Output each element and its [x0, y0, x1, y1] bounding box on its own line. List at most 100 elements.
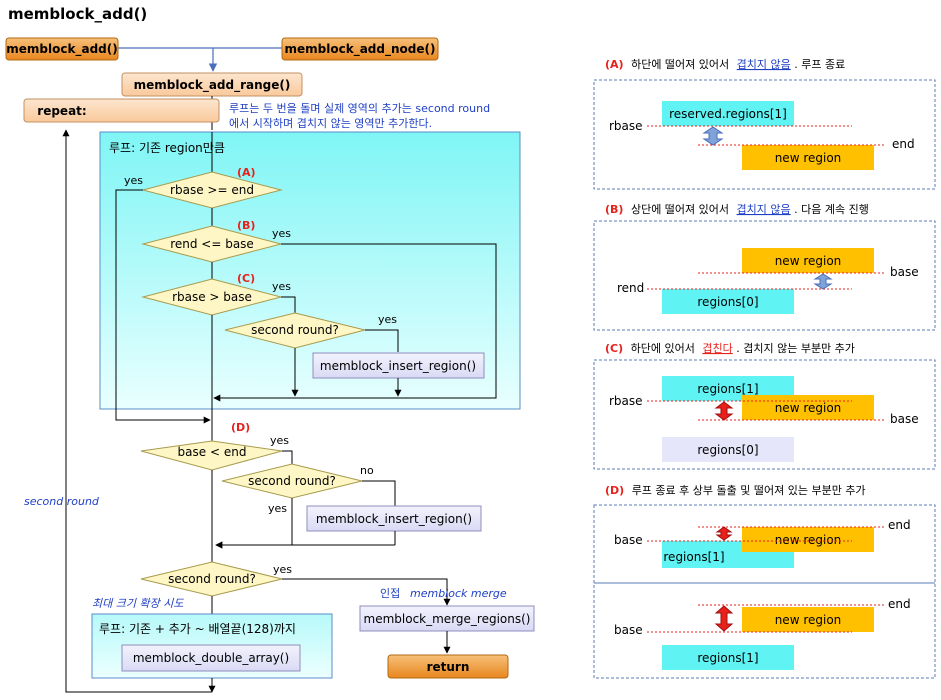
svg-text:regions[1]: regions[1]: [697, 651, 758, 665]
svg-text:base < end: base < end: [178, 445, 247, 459]
svg-text:return: return: [427, 660, 470, 674]
gap-arrow-icon: [702, 126, 724, 146]
case-a-panel: [593, 79, 936, 190]
insert-region-box-2: memblock_insert_region(): [306, 505, 482, 532]
memblock-add-box: memblock_add(): [5, 37, 119, 61]
svg-text:regions[0]: regions[0]: [697, 295, 758, 309]
connector: [282, 450, 293, 464]
insert-region-box-1: memblock_insert_region(): [312, 352, 485, 379]
svg-text:new region: new region: [775, 254, 842, 268]
connector: [365, 329, 399, 352]
case-d-p1-region-new: new region: [742, 527, 874, 552]
case-a-heading: (A) 하단에 떨어져 있어서 겹치지 않음 . 루프 종료: [605, 57, 845, 71]
marker-a: (A): [237, 166, 256, 179]
memblock-add-range-box: memblock_add_range(): [121, 72, 303, 97]
case-a-label-rbase: rbase: [609, 119, 643, 133]
yes-label: yes: [270, 434, 289, 447]
case-d-p2-region-bottom: regions[1]: [662, 645, 794, 670]
case-c-region-top: regions[1]: [662, 376, 794, 401]
case-b-label-rend: rend: [617, 281, 644, 295]
svg-text:regions[1]: regions[1]: [697, 382, 758, 396]
repeat-note-1: 루프는 두 번을 돌며 실제 영역의 추가는 second round: [229, 102, 490, 115]
svg-text:new region: new region: [775, 151, 842, 165]
condition-c-second-round: second round?: [224, 312, 366, 349]
connector: [281, 296, 296, 313]
svg-text:memblock_double_array(): memblock_double_array(): [133, 651, 289, 665]
case-a-label-end: end: [892, 137, 915, 151]
case-c-label-base: base: [890, 412, 919, 426]
memblock-add-node-box: memblock_add_node(): [281, 37, 439, 61]
marker-d: (D): [231, 421, 250, 434]
svg-text:memblock_add(): memblock_add(): [6, 42, 117, 57]
svg-text:memblock_merge_regions(): memblock_merge_regions(): [364, 612, 531, 626]
svg-text:second round?: second round?: [168, 572, 256, 586]
double-array-box: memblock_double_array(): [121, 644, 301, 672]
svg-text:regions[0]: regions[0]: [697, 443, 758, 457]
yes-label: yes: [268, 502, 287, 515]
svg-text:second round?: second round?: [251, 323, 339, 337]
svg-text:second round?: second round?: [248, 474, 336, 488]
connector: [282, 578, 451, 606]
svg-text:regions[1]: regions[1]: [663, 550, 724, 564]
marker-b: (B): [237, 219, 255, 232]
marker-c: (C): [237, 272, 255, 285]
case-d-p1-label-base: base: [614, 533, 643, 547]
case-d-p2-region-new: new region: [742, 607, 874, 632]
no-label: no: [360, 464, 374, 477]
svg-text:rend <= base: rend <= base: [170, 237, 254, 251]
loop-back-connector: [62, 129, 212, 693]
yes-label: yes: [124, 174, 143, 187]
condition-a: rbase >= end: [141, 171, 283, 209]
svg-text:memblock_insert_region(): memblock_insert_region(): [320, 359, 476, 373]
case-c-region-bottom: regions[0]: [662, 437, 794, 462]
condition-d-second-round: second round?: [221, 463, 363, 499]
case-d-heading: (D) 루프 종료 후 상부 돌출 및 떨어져 있는 부분만 추가: [605, 484, 866, 497]
svg-text:reserved.regions[1]: reserved.regions[1]: [669, 107, 787, 121]
connector: [362, 480, 396, 506]
svg-text:new region: new region: [775, 533, 842, 547]
condition-c: rbase > base: [141, 278, 283, 316]
yes-label: yes: [272, 227, 291, 240]
case-c-region-new: new region: [742, 395, 874, 420]
overlap-arrow-icon: [714, 605, 734, 632]
svg-text:new region: new region: [775, 401, 842, 415]
merge-note: memblock merge: [410, 587, 507, 600]
svg-text:rbase > base: rbase > base: [172, 290, 252, 304]
repeat-box: repeat:: [23, 98, 220, 123]
svg-text:rbase >= end: rbase >= end: [170, 183, 254, 197]
connector: [213, 243, 497, 402]
svg-text:memblock_insert_region(): memblock_insert_region(): [316, 512, 472, 526]
case-a-region-new: new region: [742, 145, 874, 170]
merge-note-prefix: 인접: [380, 587, 400, 600]
case-a-region-top: reserved.regions[1]: [662, 101, 794, 126]
case-b-heading: (B) 상단에 떨어져 있어서 겹치지 않음 . 다음 계속 진행: [605, 203, 869, 216]
yes-label: yes: [272, 280, 291, 293]
loop2-label: 루프: 기존 + 추가 ~ 배열끝(128)까지: [99, 622, 296, 636]
expand-note: 최대 크기 확장 시도: [92, 597, 184, 610]
overlap-arrow-icon: [715, 526, 733, 541]
repeat-note-2: 에서 시작하며 겹치지 않는 영역만 추가한다.: [229, 116, 432, 130]
merge-regions-box: memblock_merge_regions(): [359, 605, 535, 632]
return-box: return: [387, 654, 509, 679]
condition-d: base < end: [140, 440, 283, 471]
svg-text:memblock_add_range(): memblock_add_range(): [134, 78, 291, 93]
connector: [115, 189, 211, 424]
condition-final-second-round: second round?: [140, 561, 283, 597]
case-b-label-base: base: [890, 265, 919, 279]
overlap-arrow-icon: [714, 401, 734, 421]
case-b-region-bottom: regions[0]: [662, 289, 794, 314]
svg-text:new region: new region: [775, 613, 842, 627]
case-d-p2-label-base: base: [614, 623, 643, 637]
second-round-label: second round: [24, 495, 100, 508]
yes-label: yes: [273, 563, 292, 576]
svg-text:memblock_add_node(): memblock_add_node(): [285, 42, 436, 57]
case-c-heading: (C) 하단에 있어서 겹친다 . 겹치지 않는 부분만 추가: [605, 341, 855, 355]
svg-text:repeat:: repeat:: [37, 104, 86, 118]
yes-label: yes: [378, 313, 397, 326]
case-d-p2-label-end: end: [888, 597, 911, 611]
case-c-label-rbase: rbase: [609, 394, 643, 408]
case-b-region-new: new region: [742, 248, 874, 273]
case-d-p1-label-end: end: [888, 518, 911, 532]
